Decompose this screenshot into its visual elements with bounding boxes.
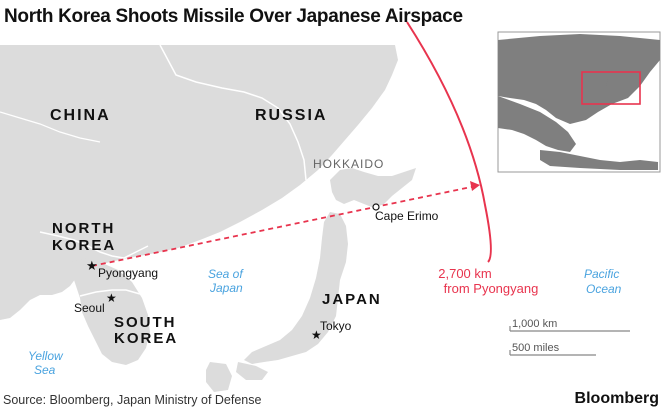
pyongyang-star-icon: ★ (86, 258, 98, 273)
north-korea-label-line2: KOREA (52, 237, 116, 254)
sea-of-japan-label-line2: Japan (209, 281, 243, 295)
inset-locator-map (497, 31, 661, 173)
inset-indonesia-land (540, 150, 658, 170)
tokyo-label: Tokyo (320, 319, 352, 333)
mongolia-border (0, 111, 101, 143)
seoul-star-icon: ★ (106, 291, 117, 305)
korea-peninsula-land (70, 258, 150, 365)
yellow-sea-label-line2: Sea (34, 363, 56, 377)
hokkaido-label: HOKKAIDO (313, 157, 384, 171)
pacific-ocean-label-line2: Ocean (586, 282, 622, 296)
source-note: Source: Bloomberg, Japan Ministry of Def… (3, 393, 262, 407)
sea-of-japan-label-line1: Sea of (208, 267, 244, 281)
scale-bar: 1,000 km 500 miles (509, 318, 630, 356)
missile-arrowhead-icon (470, 181, 480, 191)
inset-asia-land (498, 96, 576, 152)
japan-label: JAPAN (322, 291, 382, 308)
tokyo-star-icon: ★ (311, 328, 322, 342)
cape-erimo-label: Cape Erimo (375, 209, 439, 223)
south-korea-label-line2: KOREA (114, 330, 178, 347)
seoul-label: Seoul (74, 301, 105, 315)
missile-trajectory (91, 185, 477, 267)
shikoku-land (236, 362, 268, 380)
russia-label: RUSSIA (255, 107, 327, 124)
range-arc (406, 21, 492, 263)
hokkaido-land (330, 168, 416, 208)
scale-miles-label: 500 miles (512, 342, 560, 354)
range-distance-label: 2,700 km (438, 266, 491, 281)
bloomberg-logo: Bloomberg (574, 390, 659, 407)
china-korea-border (39, 231, 149, 259)
cape-erimo-marker-icon (372, 203, 380, 211)
scale-km-label: 1,000 km (512, 318, 557, 330)
yellow-sea-label-line1: Yellow (28, 349, 64, 363)
south-korea-label-line1: SOUTH (114, 314, 177, 331)
inset-land (498, 34, 660, 124)
kyushu-land (206, 362, 232, 392)
china-label: CHINA (50, 107, 111, 124)
honshu-land (244, 212, 348, 364)
map-title: North Korea Shoots Missile Over Japanese… (4, 6, 463, 27)
north-korea-label-line1: NORTH (52, 220, 115, 237)
range-from-label: from Pyongyang (444, 281, 539, 296)
pyongyang-label: Pyongyang (98, 266, 158, 280)
korea-dmz-border (79, 289, 141, 297)
china-russia-border (159, 44, 307, 181)
inset-focus-box (581, 71, 641, 105)
inset-japan-land (598, 78, 618, 108)
pacific-ocean-label-line1: Pacific (584, 267, 619, 281)
sakhalin-land (352, 45, 376, 120)
